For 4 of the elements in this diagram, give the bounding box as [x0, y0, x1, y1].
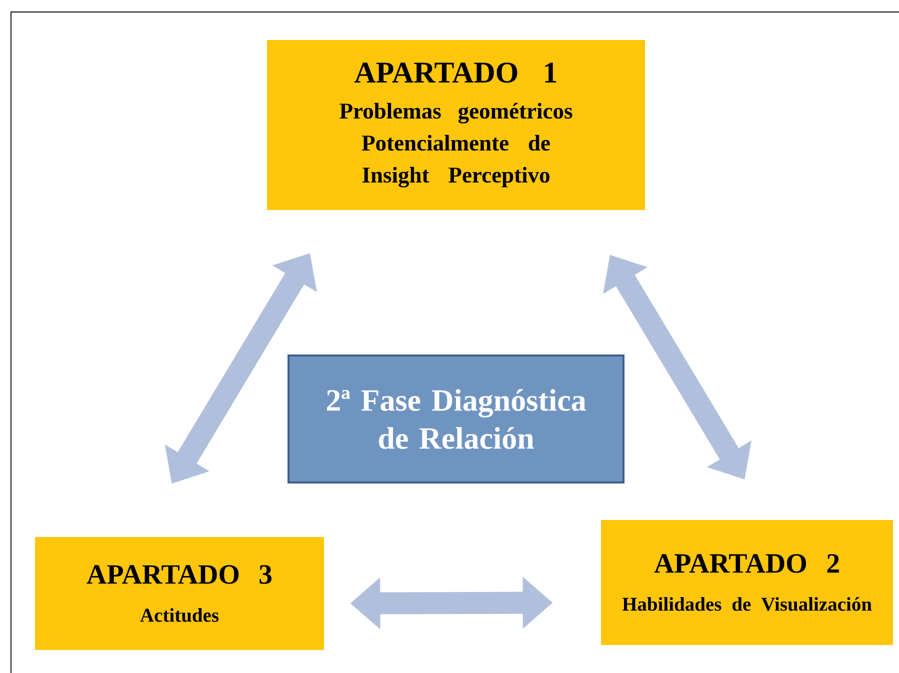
section-box: APARTADO 3 Actitudes — [35, 537, 324, 650]
center-box: 2ª Fase Diagnóstica de Relación — [288, 354, 624, 484]
section-box: APARTADO 2 Habilidades de Visualización — [601, 520, 893, 645]
section-box: APARTADO 1 Problemas geométricos Potencialmente de Insight Perceptivo — [267, 40, 645, 210]
